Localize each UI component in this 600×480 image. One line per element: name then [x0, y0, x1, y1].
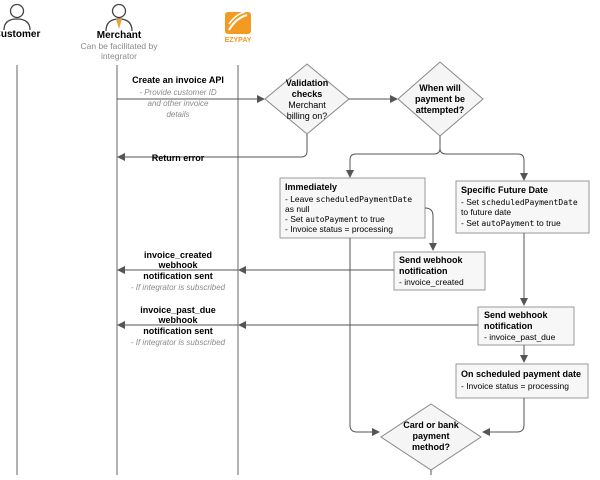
webhook-past-due-box: Send webhook notification - invoice_past… — [477, 306, 575, 346]
created-sent-line3: notification sent — [143, 271, 213, 281]
created-sent-note: - If integrator is subscribed — [131, 283, 226, 292]
scheduled-title: On scheduled payment date — [461, 369, 581, 379]
immediately-line3-field: autoPayment — [305, 215, 358, 224]
past-due-sent-note: - If integrator is subscribed — [131, 338, 226, 347]
svg-text:- Leave scheduledPaymentDate: - Leave scheduledPaymentDate — [285, 194, 412, 204]
future-line3-field: autoPayment — [481, 219, 534, 228]
webhook1-line1: Send webhook — [399, 255, 464, 265]
create-invoice-api-step: Create an invoice API - Provide customer… — [132, 75, 224, 119]
future-line3-suffix: to true — [534, 218, 561, 228]
immediately-line3-suffix: to true — [358, 214, 385, 224]
validation-decision: Validation checks Merchant billing on? — [264, 63, 350, 135]
past-due-sent-line2: webhook — [157, 315, 198, 325]
merchant-note-line2: integrator — [101, 51, 137, 61]
validation-line1: Validation — [286, 78, 329, 88]
webhook2-line1: Send webhook — [484, 310, 549, 320]
merchant-lane-title: Merchant — [97, 30, 142, 41]
immediately-line4: - Invoice status = processing — [285, 224, 393, 234]
customer-lane-header: Customer — [0, 3, 40, 40]
immediately-title: Immediately — [285, 182, 337, 192]
created-sent-line1: invoice_created — [144, 250, 212, 260]
future-line2: to future date — [461, 207, 511, 217]
create-api-title: Create an invoice API — [132, 75, 224, 85]
ezypay-logo-text: EZYPAY — [225, 37, 252, 44]
webhook2-line3: - invoice_past_due — [484, 332, 556, 342]
immediately-to-webhook-arrow — [424, 207, 437, 251]
card-line1: Card or bank — [403, 420, 460, 430]
svg-text:- Set scheduledPaymentDate: - Set scheduledPaymentDate — [461, 197, 578, 207]
svg-text:- Set autoPayment to true: - Set autoPayment to true — [461, 218, 561, 228]
created-notification-label: invoice_created webhook notification sen… — [131, 250, 226, 292]
ezypay-logo — [225, 11, 251, 34]
return-error-label: Return error — [152, 153, 205, 163]
future-date-box: Specific Future Date - Set scheduledPaym… — [455, 180, 590, 234]
card-line3: method? — [412, 442, 450, 452]
past-due-sent-line3: notification sent — [143, 326, 213, 336]
card-line2: payment — [412, 431, 449, 441]
immediately-line2: as null — [285, 204, 310, 214]
webhook-created-box: Send webhook notification - invoice_crea… — [393, 251, 486, 291]
scheduled-date-box: On scheduled payment date - Invoice stat… — [455, 363, 589, 399]
past-due-sent-line1: invoice_past_due — [140, 305, 216, 315]
merchant-note-line1: Can be facilitated by — [80, 41, 158, 51]
immediately-line3-prefix: - Set — [285, 214, 305, 224]
merchant-lane-header: Merchant Can be facilitated by integrato… — [80, 3, 158, 61]
create-api-note-3: details — [166, 110, 189, 119]
immediately-to-card-arrow — [349, 424, 380, 436]
scheduled-line1: - Invoice status = processing — [461, 381, 569, 391]
card-or-bank-decision: Card or bank payment method? — [380, 403, 482, 471]
scheduled-to-card-arrow — [482, 398, 525, 436]
ezypay-lane-header: EZYPAY — [225, 11, 252, 44]
branch-immediately-arrow — [346, 136, 441, 178]
immediately-line1-prefix: - Leave — [285, 194, 316, 204]
created-sent-line2: webhook — [157, 260, 198, 270]
future-line1-field: scheduledPaymentDate — [481, 198, 578, 207]
future-title: Specific Future Date — [461, 185, 548, 195]
validation-line4: billing on? — [287, 111, 328, 121]
customer-lane-title: Customer — [0, 29, 40, 40]
validation-line3: Merchant — [288, 100, 326, 110]
when-line1: When will — [419, 83, 461, 93]
webhook1-line3: - invoice_created — [399, 277, 464, 287]
webhook2-line2: notification — [484, 321, 533, 331]
create-api-note-1: - Provide customer ID — [139, 88, 217, 97]
return-error-arrow — [117, 134, 308, 161]
future-line1-prefix: - Set — [461, 197, 481, 207]
customer-person-icon — [3, 3, 31, 31]
svg-text:- Set autoPayment to true: - Set autoPayment to true — [285, 214, 385, 224]
when-line2: payment be — [415, 94, 465, 104]
immediately-line1-field: scheduledPaymentDate — [316, 195, 413, 204]
future-line3-prefix: - Set — [461, 218, 481, 228]
when-line3: attempted? — [416, 105, 465, 115]
when-decision: When will payment be attempted? — [397, 61, 484, 137]
create-api-note-2: and other invoice — [148, 99, 209, 108]
immediately-box: Immediately - Leave scheduledPaymentDate… — [279, 177, 426, 239]
merchant-person-icon — [105, 3, 133, 32]
branch-future-arrow — [439, 147, 528, 181]
webhook1-line2: notification — [399, 266, 448, 276]
past-due-notification-label: invoice_past_due webhook notification se… — [131, 305, 226, 347]
validation-line2: checks — [292, 89, 323, 99]
